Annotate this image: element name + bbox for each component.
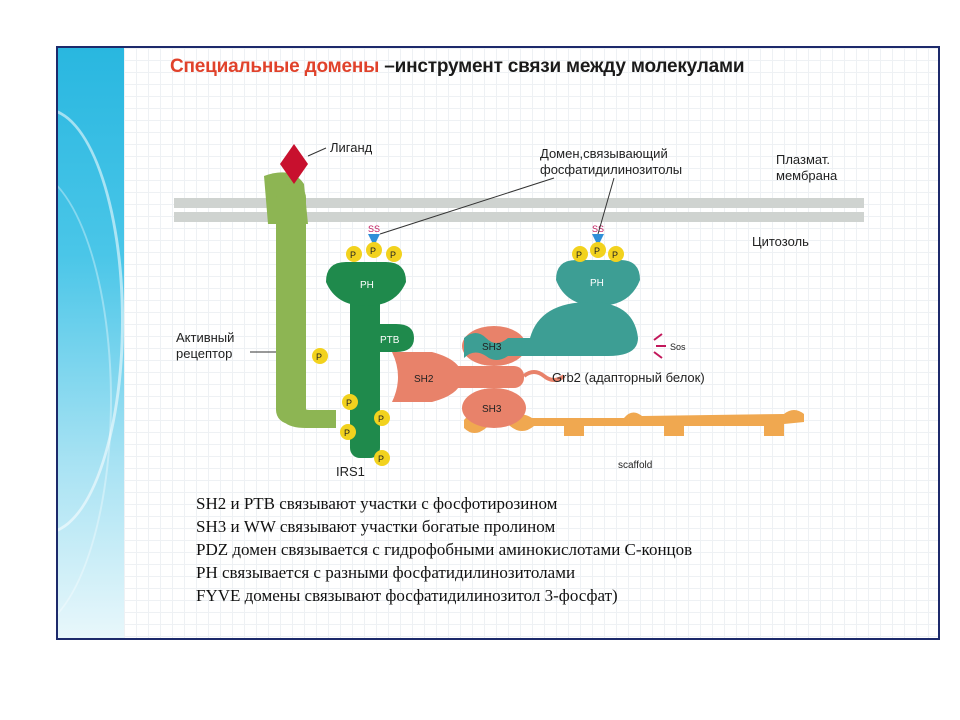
phosphate-circle — [340, 424, 356, 440]
phosphate-label: P — [390, 250, 396, 260]
slide-title: Специальные домены –инструмент связи меж… — [170, 56, 930, 78]
lipid-domain-label-2: фосфатидилинозитолы — [540, 162, 682, 177]
title-rest: –инструмент связи между молекулами — [379, 56, 745, 77]
phosphate-circle — [572, 246, 588, 262]
ss-label: SS — [368, 224, 380, 234]
phosphate-label: P — [612, 250, 618, 260]
grb2-sh2-domain — [392, 352, 462, 402]
sos-binding-marks — [653, 333, 666, 359]
slide-frame: Специальные домены –инструмент связи меж… — [56, 46, 940, 640]
active-receptor-label-1: Активный — [176, 330, 234, 345]
phosphate-circle — [342, 394, 358, 410]
irs1-protein: PH PTB SS P P P P P P — [312, 224, 414, 466]
phosphate-label: P — [378, 414, 384, 424]
teal-body — [464, 302, 638, 360]
phosphate-label: P — [378, 454, 384, 464]
bullet-item: PDZ домен связывается с гидрофобными ами… — [196, 540, 693, 559]
receptor-transmembrane — [276, 184, 306, 424]
grb2-tail — [522, 370, 566, 382]
phosphate-label: P — [346, 398, 352, 408]
phosphate-circle — [374, 410, 390, 426]
grb2-adaptor — [392, 326, 566, 428]
sh3-label-bottom: SH3 — [482, 404, 502, 415]
signaling-diagram: PH PTB SS P P P P P P — [174, 140, 864, 479]
sos-label: Sos — [670, 342, 686, 352]
lipid-headgroup — [592, 234, 604, 246]
scaffold-label: scaffold — [618, 460, 652, 471]
phosphate-circle — [346, 246, 362, 262]
ligand-leader — [307, 147, 327, 157]
lipid-leader-1 — [379, 177, 555, 235]
bullet-item: PH связывается с разными фосфатидилинози… — [196, 563, 576, 582]
sh2-label: SH2 — [414, 374, 434, 385]
sh3-label-top: SH3 — [482, 342, 502, 353]
phosphate-label: P — [576, 250, 582, 260]
irs1-ph-domain — [326, 262, 406, 306]
grb2-label: Grb2 (адапторный белок) — [552, 370, 705, 385]
title-accent: Специальные домены — [170, 56, 380, 77]
plasma-membrane — [174, 198, 864, 208]
slide-content: Специальные домены –инструмент связи меж… — [124, 48, 938, 638]
sos-protein: PH SS P P P — [464, 224, 666, 360]
lipid-domain-label-1: Домен,связывающий — [540, 146, 668, 161]
teal-ph-label: PH — [590, 278, 604, 289]
scaffold-protein — [464, 410, 804, 436]
bullet-item: SH2 и PTB связывают участки с фосфотироз… — [196, 494, 558, 513]
bullet-item: SH3 и WW связывают участки богатые проли… — [196, 517, 556, 536]
teal-ph-domain — [556, 260, 640, 306]
ss-label: SS — [592, 224, 604, 234]
phosphate-label: P — [350, 250, 356, 260]
grb2-sh3-domain — [462, 388, 526, 428]
cytosol-label: Цитозоль — [752, 234, 809, 249]
phosphate-circle — [374, 450, 390, 466]
grb2-linker — [444, 366, 524, 388]
lipid-headgroup — [368, 234, 380, 246]
irs1-label: IRS1 — [336, 464, 365, 479]
phosphate-circle — [590, 242, 606, 258]
receptor-hook — [279, 398, 336, 428]
active-receptor-label-2: рецептор — [176, 346, 232, 361]
ptb-label: PTB — [380, 335, 400, 346]
bullet-list: SH2 и PTB связывают участки с фосфотироз… — [196, 492, 936, 607]
phosphate-circle — [366, 242, 382, 258]
phosphate-circle — [312, 348, 328, 364]
ph-label: PH — [360, 280, 374, 291]
decorative-sidebar — [58, 48, 124, 638]
phosphate-circle — [386, 246, 402, 262]
phosphate-label: P — [594, 246, 600, 256]
plasma-membrane — [174, 212, 864, 222]
bullet-item: FYVE домены связывают фосфатидилинозитол… — [196, 586, 618, 605]
phosphate-label: P — [344, 428, 350, 438]
ligand-label: Лиганд — [330, 140, 373, 155]
active-receptor — [264, 144, 336, 428]
irs1-ptb-domain — [350, 324, 414, 352]
lipid-leader-2 — [597, 177, 615, 235]
phosphate-circle — [608, 246, 624, 262]
phosphate-label: P — [370, 246, 376, 256]
membrane-label-2: мембрана — [776, 168, 838, 183]
phosphate-label: P — [316, 352, 322, 362]
membrane-label-1: Плазмат. — [776, 152, 830, 167]
ligand-diamond — [280, 144, 308, 184]
